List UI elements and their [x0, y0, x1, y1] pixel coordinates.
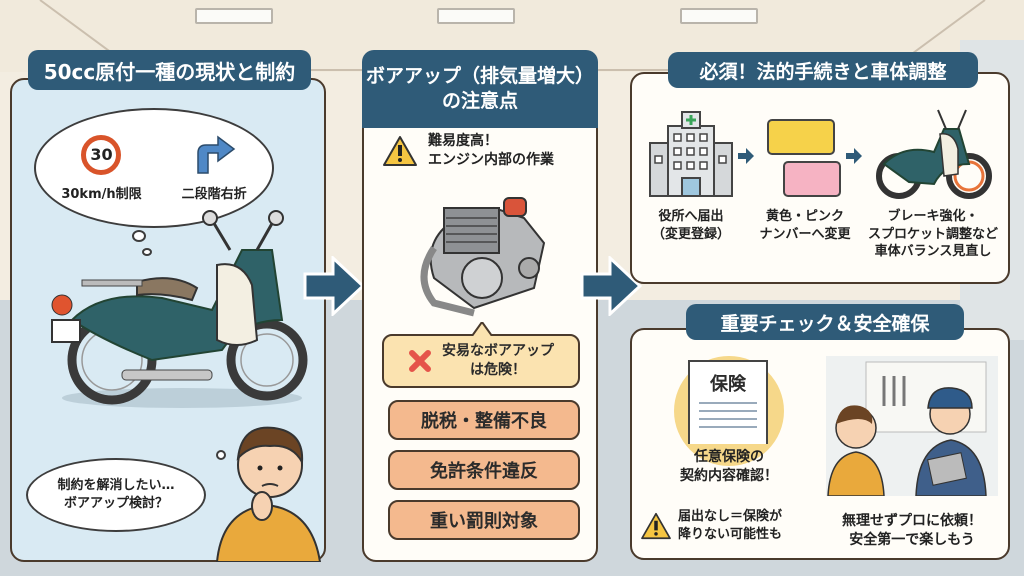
mechanic-consultation-illustration: [826, 356, 998, 496]
panel3-title: 必須！法的手続きと車体調整: [668, 52, 978, 88]
worried-person-illustration: [215, 426, 322, 562]
insurance-document-icon: 保険: [688, 360, 768, 444]
worry-thought-bubble: 制約を解消したい… ボアアップ検討？: [26, 458, 206, 532]
difficulty-text: 難易度高！ エンジン内部の作業: [428, 133, 554, 168]
risk-item: 免許条件違反: [388, 450, 580, 490]
panel4-title: 重要チェック＆安全確保: [686, 304, 964, 340]
danger-note-text: 安易なボアアップ は危険！: [442, 343, 554, 378]
insurance-warning-text: 届出なし＝保険が 降りない可能性も: [678, 509, 783, 542]
flow-arrow-icon: [303, 256, 365, 316]
step-label: ブレーキ強化・ スプロケット調整など 車体バランス見直し: [867, 209, 998, 260]
insurance-warning: 届出なし＝保険が 降りない可能性も: [640, 508, 782, 543]
warning-triangle-icon: [383, 135, 417, 166]
difficulty-warning: 難易度高！ エンジン内部の作業: [382, 132, 554, 170]
thought-dot: [216, 450, 226, 460]
step-label: 役所へ届出 （変更登録）: [651, 209, 730, 242]
step-label: 黄色・ピンク ナンバーへ変更: [759, 209, 851, 242]
city-hall-icon: [649, 111, 733, 197]
panel-safety-check: 保険 任意保険の 契約内容確認！ 届出なし＝保険が 降りない可能性も 無理せずプ…: [630, 328, 1010, 560]
insurance-label: 任意保険の 契約内容確認！: [680, 449, 778, 484]
speed-limit-item: 30 30km/h制限: [61, 134, 142, 202]
step-arrow-icon: [738, 148, 754, 164]
risk-item: 脱税・整備不良: [388, 400, 580, 440]
two-step-turn-label: 二段階右折: [181, 186, 247, 202]
license-plate-icon: [767, 119, 841, 197]
warning-triangle-icon: [641, 512, 671, 539]
thought-dot: [132, 230, 146, 242]
panel1-title: 50cc原付一種の現状と制約: [28, 50, 311, 90]
panel-current-restrictions: 30 30km/h制限 二段階右折: [10, 78, 326, 562]
ceiling-light: [437, 8, 515, 24]
right-turn-arrow-icon: [197, 135, 236, 174]
speed-limit-label: 30km/h制限: [61, 186, 142, 202]
motorcycle-illustration: [51, 210, 308, 408]
flow-arrow-icon: [580, 256, 642, 316]
speed-limit-30-icon: 30: [81, 134, 122, 175]
step-arrow-icon: [846, 148, 862, 164]
worry-thought-text: 制約を解消したい… ボアアップ検討？: [57, 478, 175, 511]
ceiling-light: [680, 8, 758, 24]
ceiling-light: [195, 8, 273, 24]
callout-pointer: [472, 322, 492, 336]
pro-advice-text: 無理せずプロに依頼！ 安全第一で楽しもう: [842, 513, 982, 548]
motorcycle-icon: [876, 109, 992, 199]
thought-dot: [142, 248, 152, 256]
engine-illustration: [420, 197, 546, 317]
cross-mark-icon: [409, 350, 431, 372]
insurance-doc-title: 保険: [710, 374, 746, 395]
danger-note-box: 安易なボアアップ は危険！: [382, 334, 580, 388]
risk-item: 重い罰則対象: [388, 500, 580, 540]
panel2-title: ボアアップ（排気量増大） の注意点: [362, 50, 598, 128]
restrictions-thought-bubble: 30 30km/h制限 二段階右折: [34, 108, 274, 228]
two-step-turn-item: 二段階右折: [182, 135, 247, 202]
panel-legal-procedures: 役所へ届出 （変更登録） 黄色・ピンク ナンバーへ変更 ブレーキ強化・ スプロケ…: [630, 72, 1010, 284]
